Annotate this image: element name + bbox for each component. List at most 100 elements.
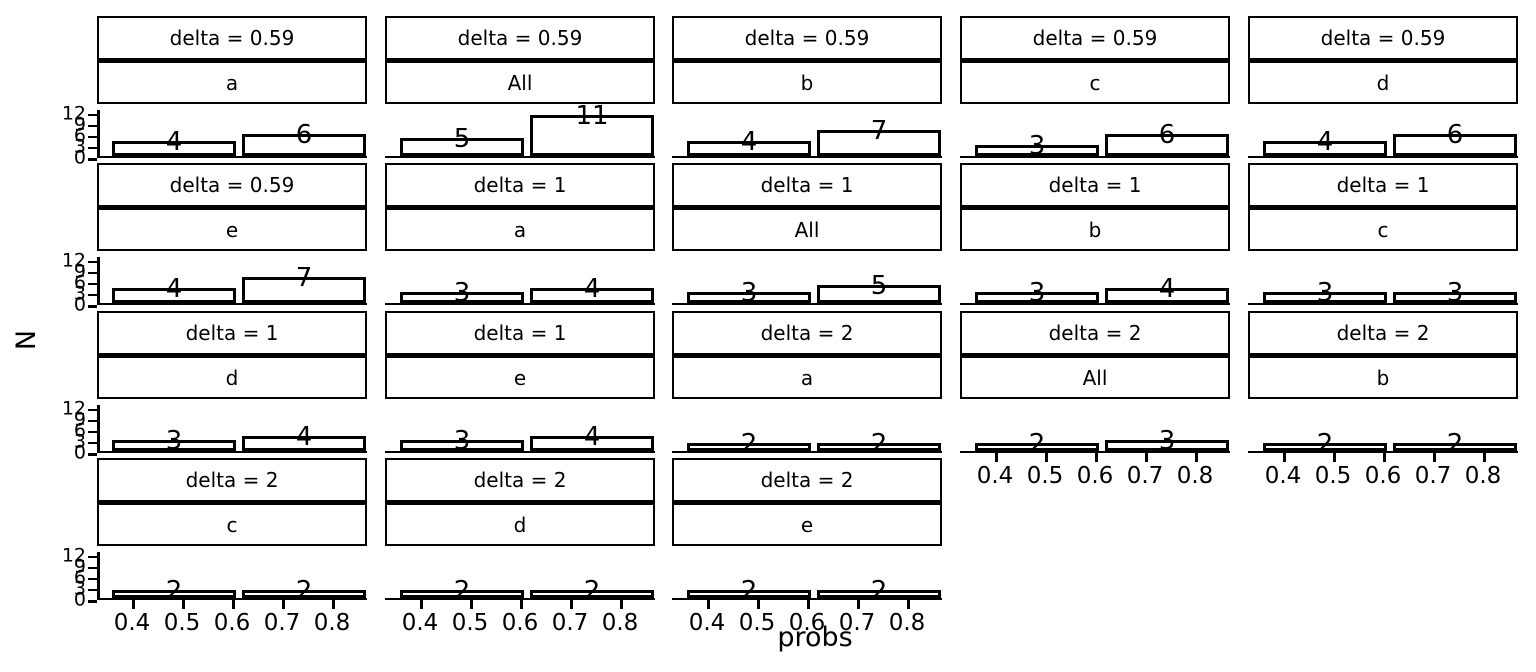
bar-value-label: 2: [295, 576, 313, 606]
y-axis-tick-label: 3: [73, 135, 86, 158]
panel-title-group: d: [385, 502, 655, 546]
histogram-bar: [400, 439, 525, 451]
x-axis-spine: [385, 302, 655, 305]
panel-title-delta: delta = 2: [385, 458, 655, 502]
panel-title-delta: delta = 0.59: [97, 16, 367, 60]
x-axis-tick-label: 0.7: [551, 610, 589, 636]
x-axis-tick: [182, 600, 185, 609]
y-axis-tick-label: 0: [73, 588, 86, 611]
histogram-bar: [1105, 133, 1230, 156]
bar-value-label: 4: [740, 127, 758, 158]
histogram-bar: [817, 130, 942, 156]
bar-value-label: 3: [453, 425, 471, 456]
y-axis-tick-label: 6: [73, 566, 86, 589]
x-axis-spine: [960, 450, 1230, 453]
panel-title-delta: delta = 2: [1248, 311, 1518, 355]
panel-title-group: a: [385, 207, 655, 251]
histogram-bar: [242, 277, 367, 303]
histogram-bar: [242, 590, 367, 598]
bar-value-label: 2: [740, 576, 758, 606]
x-axis-tick: [907, 600, 910, 609]
x-axis-spine: [1248, 450, 1518, 453]
bar-value-label: 4: [1158, 274, 1176, 305]
panel-title-delta: delta = 2: [672, 458, 942, 502]
x-axis-tick: [282, 600, 285, 609]
x-axis-tick: [857, 600, 860, 609]
y-axis-tick-label: 9: [73, 260, 86, 283]
y-axis-spine: [97, 405, 100, 453]
y-axis-tick: [88, 113, 97, 117]
y-axis-tick: [88, 588, 97, 592]
x-axis-tick-label: 0.8: [1176, 463, 1214, 489]
panel-title-delta: delta = 1: [385, 311, 655, 355]
x-axis-tick: [1433, 453, 1436, 462]
x-axis-spine: [672, 450, 942, 453]
panel-title-group: a: [672, 355, 942, 399]
histogram-bar: [1263, 443, 1388, 451]
histogram-bar: [975, 144, 1100, 156]
panel-title-group: c: [960, 60, 1230, 104]
bar-value-label: 2: [740, 429, 758, 459]
x-axis-tick: [1095, 453, 1098, 462]
panel-title-group: a: [97, 60, 367, 104]
y-axis-tick-label: 0: [73, 146, 86, 169]
histogram-bar: [112, 590, 237, 598]
y-axis-tick: [88, 271, 97, 275]
x-axis-spine: [672, 155, 942, 158]
panel-title-group: c: [1248, 207, 1518, 251]
x-axis-tick-label: 0.4: [401, 610, 439, 636]
y-axis-tick-label: 3: [73, 577, 86, 600]
y-axis-tick: [88, 600, 97, 603]
panel-title-group: e: [672, 502, 942, 546]
panel-title-group: c: [97, 502, 367, 546]
y-axis-tick-label: 0: [73, 293, 86, 316]
y-axis-tick-label: 6: [73, 271, 86, 294]
histogram-bar: [1263, 141, 1388, 156]
histogram-bar: [242, 133, 367, 156]
panel-title-group: b: [960, 207, 1230, 251]
histogram-bar: [1263, 291, 1388, 303]
x-axis-spine: [97, 155, 367, 158]
x-axis-spine: [672, 302, 942, 305]
histogram-bar: [975, 291, 1100, 303]
x-axis-tick-label: 0.5: [738, 610, 776, 636]
y-axis-tick: [88, 146, 97, 150]
x-axis-spine: [672, 597, 942, 600]
x-axis-spine: [97, 450, 367, 453]
bar-value-label: 3: [1028, 130, 1046, 161]
x-axis-tick-label: 0.6: [1076, 463, 1114, 489]
y-axis-tick: [88, 282, 97, 286]
panel-title-delta: delta = 1: [97, 311, 367, 355]
panel-title-delta: delta = 0.59: [97, 163, 367, 207]
panel-title-group: b: [1248, 355, 1518, 399]
x-axis-tick: [132, 600, 135, 609]
y-axis-tick-label: 0: [73, 441, 86, 464]
bar-value-label: 2: [870, 576, 888, 606]
panel-title-group: All: [960, 355, 1230, 399]
x-axis-tick: [1283, 453, 1286, 462]
y-axis-tick-label: 6: [73, 419, 86, 442]
x-axis-tick-label: 0.5: [1314, 463, 1352, 489]
histogram-bar: [242, 436, 367, 451]
panel-title-delta: delta = 1: [672, 163, 942, 207]
histogram-bar: [530, 288, 655, 303]
y-axis-tick: [88, 124, 97, 128]
x-axis-spine: [385, 597, 655, 600]
x-axis-tick-label: 0.5: [451, 610, 489, 636]
y-axis-tick-label: 9: [73, 555, 86, 578]
x-axis-tick: [232, 600, 235, 609]
x-axis-spine: [97, 597, 367, 600]
x-axis-spine: [97, 302, 367, 305]
y-axis-tick-label: 6: [73, 124, 86, 147]
